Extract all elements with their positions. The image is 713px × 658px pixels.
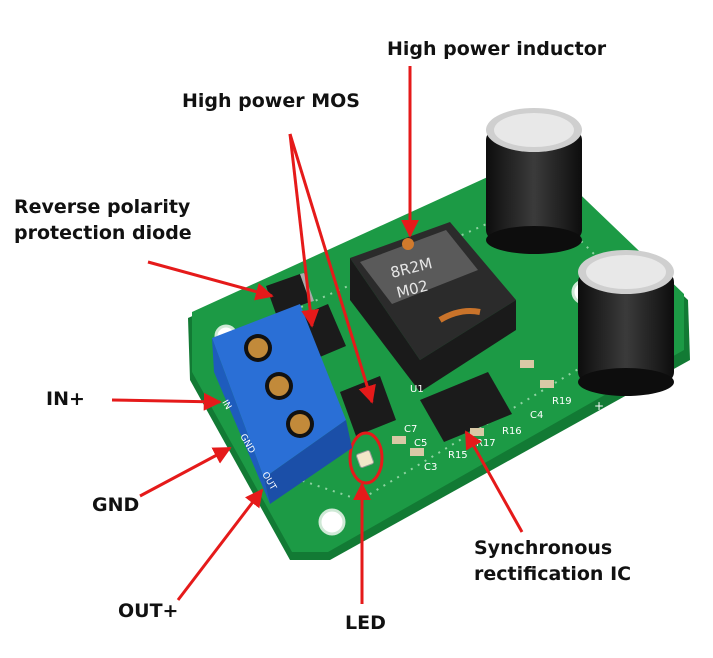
capacitor-bottom: [578, 250, 674, 396]
label-gnd: GND: [92, 494, 140, 516]
c5-marking: C5: [414, 438, 427, 449]
label-out-plus: OUT+: [118, 600, 179, 622]
arrow-gnd: [139, 446, 232, 498]
r16-marking: R16: [502, 426, 522, 437]
r19-marking: R19: [552, 396, 572, 407]
arrow-out-plus: [176, 488, 264, 601]
rectification-ic: U1: [410, 372, 512, 442]
c4-marking: C4: [530, 410, 543, 421]
capacitor-top: [486, 108, 582, 254]
small-components: C7 C5 C3 R15 R17 R16 C4 R19 +: [392, 360, 604, 473]
c3-marking: C3: [424, 462, 437, 473]
arrow-mos-2: [288, 133, 376, 404]
arrow-diode: [147, 260, 274, 301]
label-reverse-polarity-diode: Reverse polarity protection diode: [14, 194, 224, 246]
arrow-ic: [464, 430, 524, 533]
terminal-in-marking: IN: [219, 399, 232, 412]
label-high-power-mos: High power MOS: [182, 90, 360, 112]
u1-marking: U1: [410, 384, 424, 395]
plus-marking: +: [594, 399, 604, 413]
terminal-block: IN GND OUT: [212, 304, 352, 504]
inductor: 8R2M M02: [350, 222, 516, 392]
label-ic-line-1: Synchronous: [474, 537, 613, 559]
c7-marking: C7: [404, 424, 417, 435]
label-diode-line-1: Reverse polarity: [14, 196, 191, 218]
label-diode-line-2: protection diode: [14, 222, 192, 244]
annotation-arrows: [111, 66, 524, 604]
arrow-in-plus: [111, 392, 222, 411]
label-synchronous-rectification-ic: Synchronous rectification IC: [474, 535, 664, 587]
label-led: LED: [345, 612, 386, 634]
r17-marking: R17: [476, 438, 496, 449]
arrow-mos-1: [288, 133, 320, 328]
label-in-plus: IN+: [46, 388, 85, 410]
label-high-power-inductor: High power inductor: [387, 38, 607, 60]
r15-marking: R15: [448, 450, 468, 461]
label-ic-line-2: rectification IC: [474, 563, 632, 585]
